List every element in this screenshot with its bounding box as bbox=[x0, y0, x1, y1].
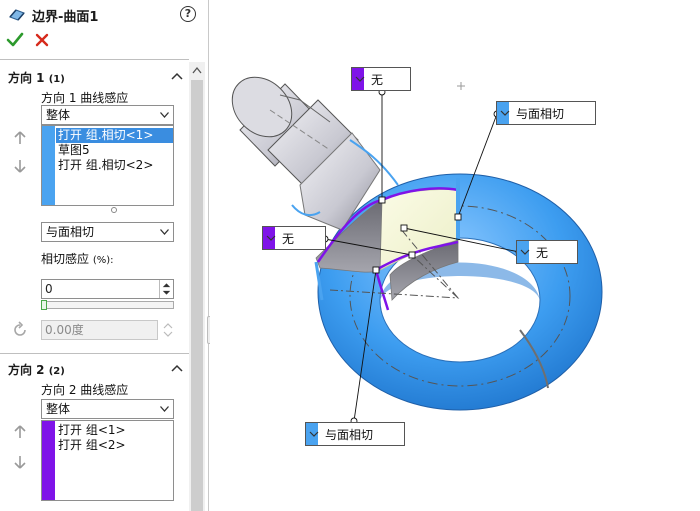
property-manager-panel: 边界-曲面1 ? 方向 1 (1) 方向 1 曲线感应 整体 打开 组.相切<1… bbox=[0, 0, 209, 511]
list-item[interactable]: 打开 组.相切<1> bbox=[56, 128, 173, 143]
help-icon[interactable]: ? bbox=[180, 6, 196, 22]
direction2-color-stripe bbox=[42, 421, 55, 500]
tangent-influence-input[interactable]: 0 bbox=[41, 279, 174, 299]
collapse-caret-icon[interactable] bbox=[171, 71, 183, 81]
direction1-curve-value: 整体 bbox=[46, 108, 71, 122]
divider bbox=[0, 59, 189, 60]
spinner-icon bbox=[163, 323, 173, 337]
direction2-curve-label: 方向 2 曲线感应 bbox=[41, 383, 129, 397]
angle-input: 0.00度 bbox=[41, 320, 158, 340]
arrow-down-icon[interactable] bbox=[13, 455, 27, 469]
direction2-header[interactable]: 方向 2 (2) bbox=[8, 361, 65, 377]
chevron-down-icon bbox=[266, 235, 276, 241]
list-item[interactable]: 打开 组<2> bbox=[58, 438, 126, 452]
callout-top-right[interactable]: 与面相切 bbox=[496, 101, 596, 125]
arrow-down-icon[interactable] bbox=[13, 159, 27, 173]
chevron-down-icon bbox=[309, 431, 319, 437]
arrow-up-icon[interactable] bbox=[13, 131, 27, 145]
tangent-influence-value: 0 bbox=[45, 282, 53, 296]
scrollbar-thumb[interactable] bbox=[191, 80, 203, 511]
direction1-curve-list[interactable]: 打开 组.相切<1> 草图5 打开 组.相切<2> bbox=[41, 125, 174, 206]
direction1-color-stripe bbox=[42, 126, 55, 205]
chevron-down-icon bbox=[500, 110, 510, 116]
rotate-icon[interactable] bbox=[11, 321, 29, 339]
callout-leaders bbox=[324, 92, 520, 422]
callout-top[interactable]: 无 bbox=[351, 67, 411, 91]
list-item[interactable]: 打开 组.相切<2> bbox=[58, 158, 154, 172]
slider-thumb[interactable] bbox=[41, 300, 47, 310]
chevron-down-icon bbox=[160, 112, 169, 118]
callout-bottom[interactable]: 与面相切 bbox=[305, 422, 405, 446]
callout-right[interactable]: 无 bbox=[516, 240, 578, 264]
direction1-curve-combo[interactable]: 整体 bbox=[41, 105, 174, 125]
graphics-viewport[interactable]: 无 与面相切 无 无 与面相切 bbox=[210, 0, 700, 511]
callout-value: 无 bbox=[282, 231, 295, 246]
direction2-curve-list[interactable]: 打开 组<1> 打开 组<2> bbox=[41, 420, 174, 501]
chevron-down-icon bbox=[355, 76, 365, 82]
tangent-influence-slider[interactable] bbox=[41, 301, 174, 309]
tangent-influence-text: 相切感应 bbox=[41, 252, 90, 266]
panel-title: 边界-曲面1 bbox=[8, 6, 99, 25]
arrow-up-icon[interactable] bbox=[13, 425, 27, 439]
divider bbox=[0, 353, 189, 354]
callout-left[interactable]: 无 bbox=[262, 226, 326, 250]
cylinder-stub bbox=[231, 76, 399, 231]
callout-value: 与面相切 bbox=[516, 106, 565, 121]
direction1-header-label: 方向 1 bbox=[8, 71, 45, 85]
list-item[interactable]: 草图5 bbox=[58, 143, 90, 157]
ok-check-icon[interactable] bbox=[6, 31, 24, 49]
callout-value: 无 bbox=[371, 72, 384, 87]
cancel-x-icon[interactable] bbox=[34, 32, 50, 48]
direction2-count: (2) bbox=[48, 366, 65, 377]
callout-value: 与面相切 bbox=[325, 427, 374, 442]
tangent-type-combo[interactable]: 与面相切 bbox=[41, 222, 174, 242]
chevron-down-icon bbox=[160, 406, 169, 412]
chevron-down-icon bbox=[160, 229, 169, 235]
tangent-influence-unit: (%): bbox=[92, 255, 114, 266]
panel-title-text: 边界-曲面1 bbox=[32, 9, 99, 25]
list-item[interactable]: 打开 组<1> bbox=[58, 423, 126, 437]
direction2-curve-value: 整体 bbox=[46, 402, 71, 416]
model-view bbox=[231, 76, 603, 425]
collapse-caret-icon[interactable] bbox=[171, 363, 183, 373]
tangent-type-value: 与面相切 bbox=[46, 225, 95, 239]
boundary-surface-icon bbox=[9, 9, 25, 21]
crosshair-marker bbox=[457, 82, 465, 90]
direction2-header-label: 方向 2 bbox=[8, 363, 45, 377]
tangent-influence-label: 相切感应 (%): bbox=[41, 250, 114, 267]
callout-value: 无 bbox=[536, 245, 549, 260]
direction1-count: (1) bbox=[48, 74, 65, 85]
direction1-header[interactable]: 方向 1 (1) bbox=[8, 69, 65, 85]
direction2-curve-combo[interactable]: 整体 bbox=[41, 399, 174, 419]
panel-scrollbar[interactable] bbox=[189, 62, 205, 511]
boundary-surface bbox=[314, 178, 460, 311]
scroll-up-icon[interactable] bbox=[192, 66, 202, 74]
resize-dot[interactable] bbox=[111, 207, 117, 213]
angle-value: 0.00度 bbox=[45, 323, 84, 337]
spinner-icon[interactable] bbox=[159, 280, 173, 298]
direction1-curve-label: 方向 1 曲线感应 bbox=[41, 91, 129, 105]
chevron-down-icon bbox=[520, 249, 530, 255]
